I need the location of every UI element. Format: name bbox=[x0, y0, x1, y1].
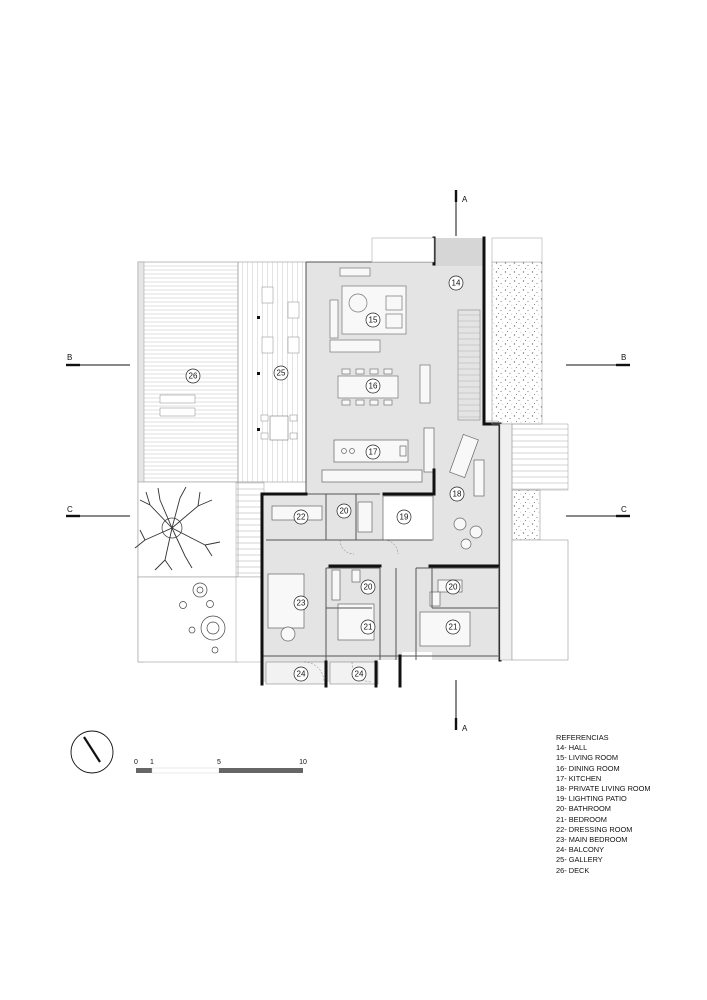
right-outdoor bbox=[371, 237, 569, 661]
room-21-bedroom: 21 bbox=[364, 623, 373, 632]
legend-item: 23- MAIN BEDROOM bbox=[556, 835, 628, 845]
legend: REFERENCIAS 14- HALL 15- LIVING ROOM 16-… bbox=[556, 733, 696, 876]
legend-item: 22- DRESSING ROOM bbox=[556, 824, 633, 834]
scale-tick-5: 5 bbox=[217, 759, 221, 766]
room-17-kitchen: 17 bbox=[369, 448, 378, 457]
room-14-hall: 14 bbox=[452, 279, 461, 288]
legend-item: 24- BALCONY bbox=[556, 845, 605, 855]
room-21-bedroom: 21 bbox=[449, 623, 458, 632]
room-numbers bbox=[185, 275, 465, 682]
scale-bar: 0 1 5 10 bbox=[134, 759, 307, 774]
section-a-top: A bbox=[462, 195, 468, 204]
room-18-private-living: 18 bbox=[453, 490, 462, 499]
outdoor-furniture bbox=[179, 582, 226, 654]
deck-stair bbox=[235, 481, 265, 663]
legend-item: 15- LIVING ROOM bbox=[556, 753, 619, 763]
section-b-left: B bbox=[67, 353, 72, 362]
room-20-bathroom: 20 bbox=[449, 583, 458, 592]
room-20-bathroom: 20 bbox=[364, 583, 373, 592]
room-24-balcony: 24 bbox=[355, 670, 364, 679]
room-16-dining: 16 bbox=[369, 382, 378, 391]
room-19-lighting-patio: 19 bbox=[400, 513, 409, 522]
section-labels: A A B B C C bbox=[67, 195, 627, 733]
tree-symbol bbox=[134, 486, 221, 571]
room-24-balcony: 24 bbox=[297, 670, 306, 679]
legend-item: 14- HALL bbox=[556, 743, 588, 753]
interior-partitions bbox=[262, 261, 498, 682]
private-living-furniture bbox=[449, 434, 485, 550]
room-20-bathroom: 20 bbox=[340, 507, 349, 516]
scale-tick-0: 0 bbox=[134, 759, 138, 766]
section-c-right: C bbox=[621, 505, 627, 514]
legend-item: 25- GALLERY bbox=[556, 855, 603, 865]
legend-item: 17- KITCHEN bbox=[556, 773, 602, 783]
section-lines bbox=[66, 190, 630, 730]
legend-item: 16- DINING ROOM bbox=[556, 763, 620, 773]
room-25-gallery: 25 bbox=[277, 369, 286, 378]
section-c-left: C bbox=[67, 505, 73, 514]
legend-item: 21- BEDROOM bbox=[556, 814, 607, 824]
room-number-labels: 14 15 16 17 18 19 20 20 20 21 21 22 23 2… bbox=[189, 279, 462, 679]
section-b-right: B bbox=[621, 353, 626, 362]
legend-item: 26- DECK bbox=[556, 865, 590, 875]
legend-title: REFERENCIAS bbox=[556, 733, 609, 742]
legend-item: 19- LIGHTING PATIO bbox=[556, 794, 627, 804]
legend-item: 18- PRIVATE LIVING ROOM bbox=[556, 784, 651, 794]
section-a-bottom: A bbox=[462, 724, 468, 733]
room-23-main-bedroom: 23 bbox=[297, 599, 306, 608]
room-15-living: 15 bbox=[369, 316, 378, 325]
room-26-deck: 26 bbox=[189, 372, 198, 381]
gallery-area bbox=[237, 261, 307, 483]
interior-stair bbox=[457, 309, 481, 421]
scale-tick-10: 10 bbox=[299, 759, 307, 766]
legend-item: 20- BATHROOM bbox=[556, 804, 611, 814]
north-arrow-icon bbox=[70, 730, 114, 774]
deck-area bbox=[137, 261, 239, 663]
scale-tick-1: 1 bbox=[150, 759, 154, 766]
room-22-dressing: 22 bbox=[297, 513, 306, 522]
